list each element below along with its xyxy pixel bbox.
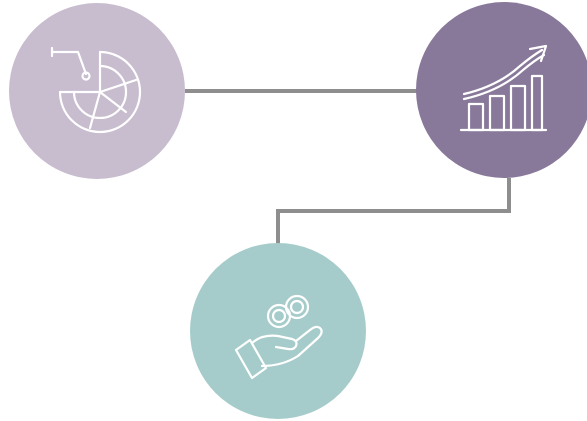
node-analytics <box>9 3 185 179</box>
node-growth <box>416 2 587 178</box>
hand-with-coins-icon <box>234 294 323 380</box>
bar-chart-growth-icon <box>459 44 548 132</box>
node-investment <box>190 243 366 419</box>
node-growth-circle <box>416 2 587 178</box>
pie-chart-analysis-icon <box>50 46 142 134</box>
node-investment-circle <box>190 243 366 419</box>
connector-growth-to-investment <box>276 178 511 244</box>
